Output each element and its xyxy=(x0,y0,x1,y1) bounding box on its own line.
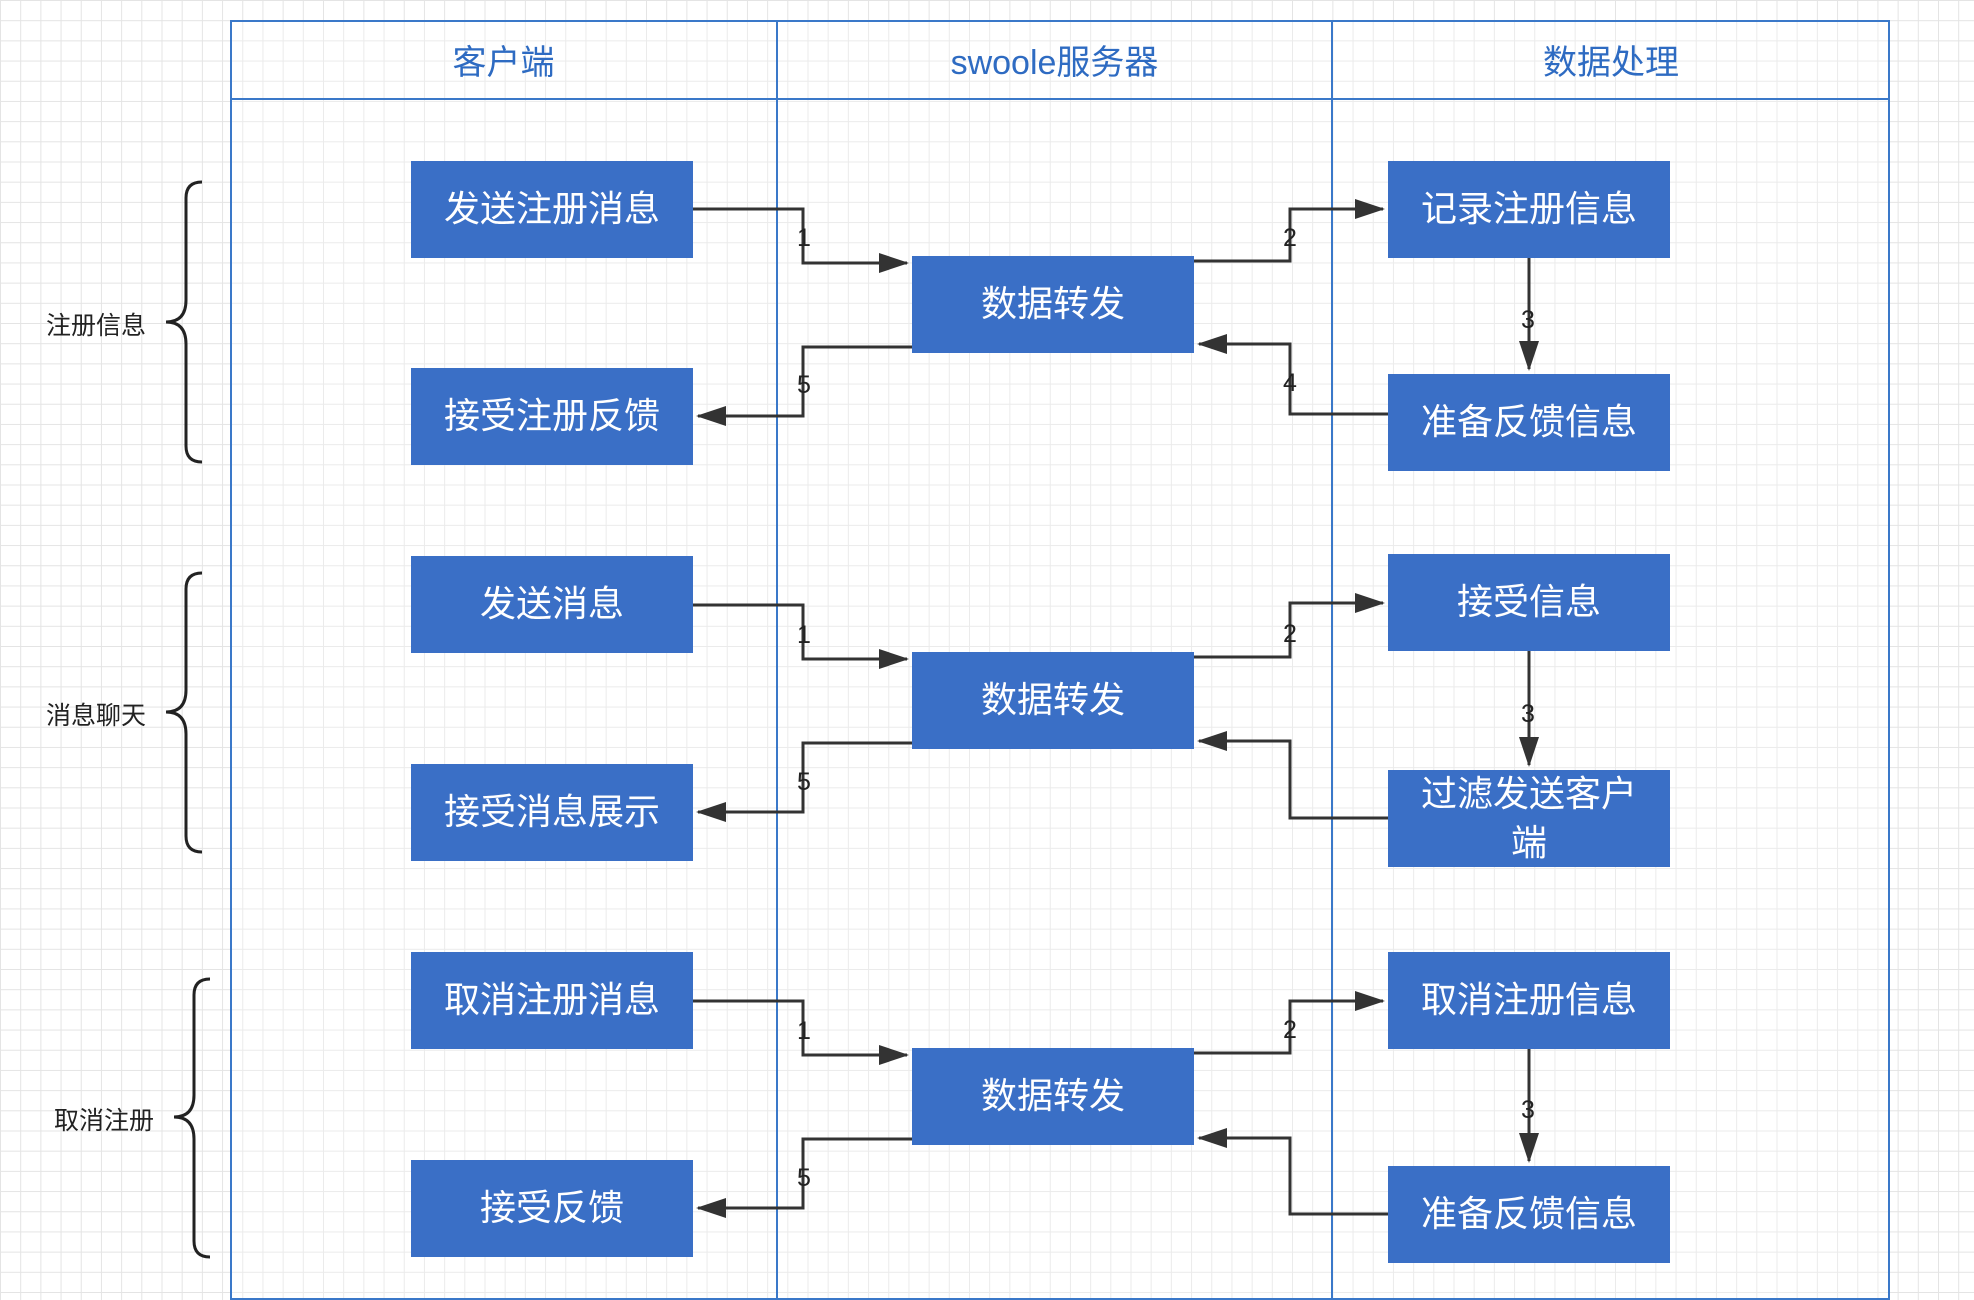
step-3-chat: 3 xyxy=(1521,700,1535,728)
server-forward-box-2: 数据转发 xyxy=(912,652,1194,749)
client-cancel-register-box: 取消注册消息 xyxy=(411,952,693,1049)
client-receive-register-box: 接受注册反馈 xyxy=(411,368,693,465)
step-1-unregister: 1 xyxy=(797,1017,811,1045)
server-forward-box-1: 数据转发 xyxy=(912,256,1194,353)
step-5-chat: 5 xyxy=(797,768,811,796)
lane-divider-2 xyxy=(1331,20,1333,1300)
arrow-1-register xyxy=(693,207,909,273)
step-2-chat: 2 xyxy=(1283,620,1297,648)
lane-header-server: swoole服务器 xyxy=(777,20,1332,100)
group-label-chat: 消息聊天 xyxy=(46,702,147,730)
step-5-unregister: 5 xyxy=(797,1164,811,1192)
arrow-5-register xyxy=(696,345,912,426)
step-2-unregister: 2 xyxy=(1283,1016,1297,1044)
arrow-4-register xyxy=(1197,334,1388,416)
brace-register xyxy=(165,180,203,464)
brace-chat xyxy=(165,571,203,854)
process-prepare-feedback-box-1: 准备反馈信息 xyxy=(1388,374,1670,471)
client-receive-feedback-box: 接受反馈 xyxy=(411,1160,693,1257)
arrow-1-chat xyxy=(693,603,909,669)
process-receive-info-box: 接受信息 xyxy=(1388,554,1670,651)
arrow-5-chat xyxy=(696,741,912,822)
group-label-unregister: 取消注册 xyxy=(54,1107,155,1135)
arrow-5-unregister xyxy=(696,1137,912,1218)
arrow-4-unregister xyxy=(1197,1128,1388,1216)
arrow-4-chat xyxy=(1197,731,1388,820)
step-2-register: 2 xyxy=(1283,224,1297,252)
process-prepare-feedback-box-2: 准备反馈信息 xyxy=(1388,1166,1670,1263)
client-send-message-box: 发送消息 xyxy=(411,556,693,653)
step-3-register: 3 xyxy=(1521,306,1535,334)
client-receive-message-box: 接受消息展示 xyxy=(411,764,693,861)
lane-divider-1 xyxy=(776,20,778,1300)
process-filter-send-box: 过滤发送客户端 xyxy=(1388,770,1670,867)
step-1-register: 1 xyxy=(797,224,811,252)
process-record-register-box: 记录注册信息 xyxy=(1388,161,1670,258)
brace-unregister xyxy=(173,977,211,1259)
server-forward-box-3: 数据转发 xyxy=(912,1048,1194,1145)
arrow-2-chat xyxy=(1194,593,1385,659)
client-send-register-box: 发送注册消息 xyxy=(411,161,693,258)
step-4-register: 4 xyxy=(1283,369,1297,397)
step-5-register: 5 xyxy=(797,371,811,399)
step-1-chat: 1 xyxy=(797,621,811,649)
lane-header-client: 客户端 xyxy=(230,20,777,100)
arrow-2-unregister xyxy=(1194,991,1385,1055)
group-label-register: 注册信息 xyxy=(46,312,147,340)
step-3-unregister: 3 xyxy=(1521,1096,1535,1124)
arrow-1-unregister xyxy=(693,999,909,1065)
process-cancel-register-box: 取消注册信息 xyxy=(1388,952,1670,1049)
lane-header-processing: 数据处理 xyxy=(1332,20,1890,100)
arrow-2-register xyxy=(1194,199,1385,263)
